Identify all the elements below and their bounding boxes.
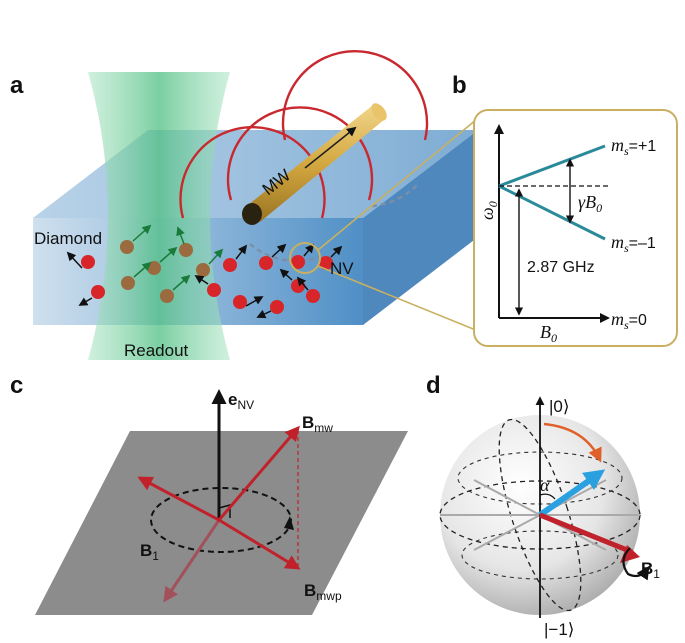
b-mwp-vector xyxy=(218,518,301,570)
nv-label: NV xyxy=(330,259,354,278)
ket-0-label: |0⟩ xyxy=(549,397,570,416)
b1-vector xyxy=(163,519,221,603)
nv-centers xyxy=(66,224,343,319)
panel-b-label: b xyxy=(452,72,467,99)
panel-d-label: d xyxy=(426,372,441,399)
readout-label: Readout xyxy=(124,341,189,360)
panel-b: b ms=+1 ms=–1 ms=0 γB0 2.87 GHz B0 ω0 xyxy=(452,72,678,347)
diamond-label: Diamond xyxy=(34,229,102,248)
ms-minus-label: ms=–1 xyxy=(611,232,656,255)
laser-beam xyxy=(88,72,230,360)
b-mw-vector xyxy=(217,425,300,521)
b1-bloch-label: B1 xyxy=(641,559,660,581)
panel-a-label: a xyxy=(10,72,24,99)
b1-label: B1 xyxy=(140,541,159,563)
ms-zero-label: ms=0 xyxy=(611,309,647,332)
b1-arrowhead xyxy=(620,545,640,563)
ms-plus-label: ms=+1 xyxy=(611,135,656,158)
gamma-b0-label: γB0 xyxy=(578,192,602,215)
zfs-label: 2.87 GHz xyxy=(527,259,595,276)
alpha-label: α xyxy=(540,475,550,495)
diamond-side-face xyxy=(363,130,478,325)
zoom-line-bottom xyxy=(317,265,489,336)
panel-a: a MW xyxy=(10,50,489,360)
omega0-axis-label: ω0 xyxy=(477,201,500,220)
panel-c-label: c xyxy=(10,372,23,399)
alpha-arc xyxy=(539,493,556,500)
nv-highlight-circle xyxy=(289,242,321,274)
b-mwp-label: Bmwp xyxy=(304,581,342,603)
mw-wire: MW xyxy=(242,103,387,225)
rotation-arc xyxy=(543,422,602,463)
nv-brown-centers xyxy=(120,240,210,303)
b0-axis-label: B0 xyxy=(540,322,557,345)
panel-c: c eNV Bmw B1 Bmwp xyxy=(10,372,408,615)
nv-red-centers xyxy=(81,255,333,314)
zoom-line-top xyxy=(317,109,489,251)
inset-box xyxy=(473,109,678,347)
bloch-meridian xyxy=(498,418,582,612)
e-nv-label: eNV xyxy=(228,390,254,412)
level-ms-plus-1 xyxy=(498,144,606,188)
b-mw-label: Bmw xyxy=(302,413,333,435)
precession-arrowhead xyxy=(284,516,294,530)
mw-field-loops xyxy=(179,50,429,263)
nv-spin-arrows xyxy=(66,224,343,319)
b1-rotation-icon xyxy=(622,547,650,581)
ket-minus-1-label: |−1⟩ xyxy=(544,620,574,639)
b-mwp-back-vector xyxy=(137,476,220,522)
panel-d: d |0⟩ |−1⟩ α B1 xyxy=(426,372,660,639)
state-vector xyxy=(538,469,606,518)
b1-field-vector xyxy=(539,512,633,555)
